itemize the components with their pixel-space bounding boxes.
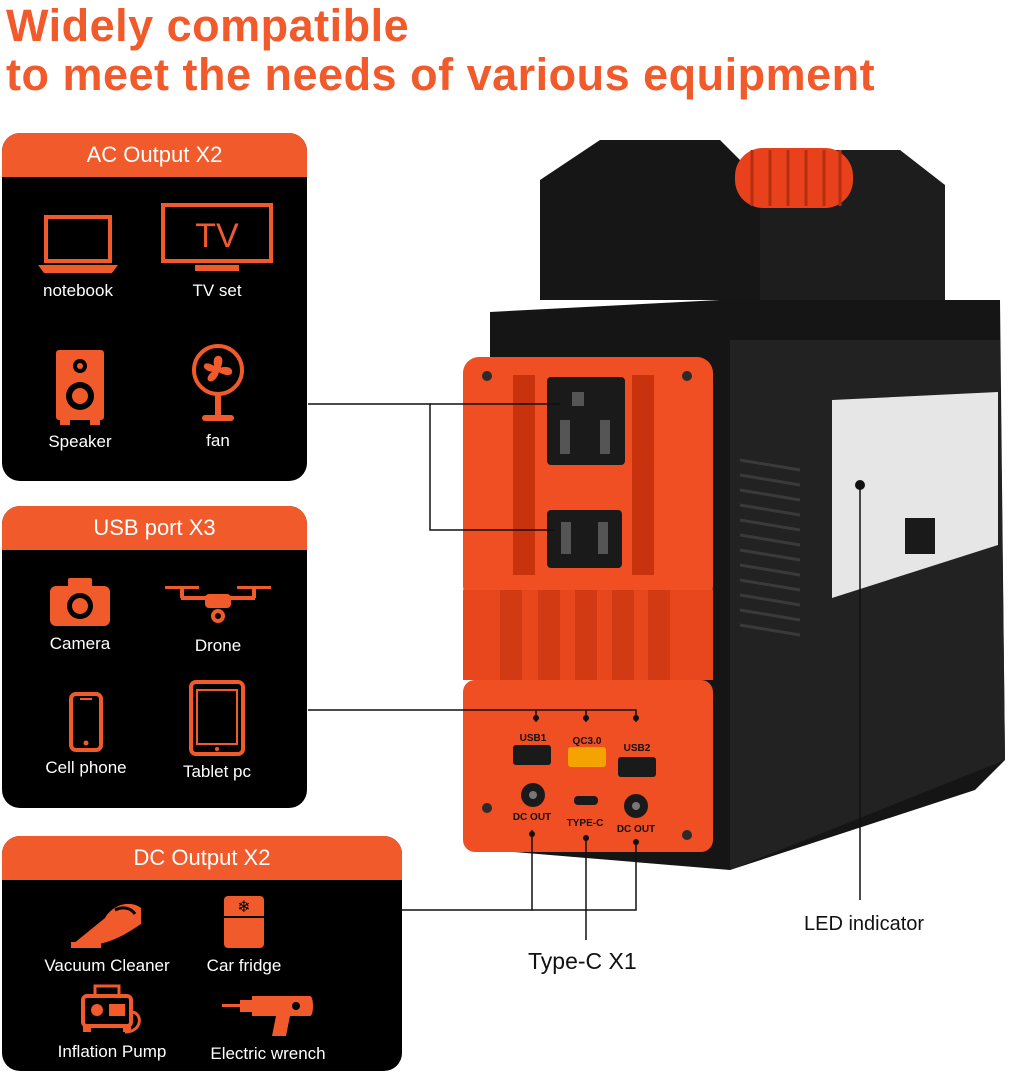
item-camera-label: Camera (49, 634, 111, 653)
type-c-port (574, 796, 598, 805)
item-vacuum-cleaner-label: Vacuum Cleaner (44, 956, 170, 975)
camera-icon (50, 578, 110, 626)
item-notebook-label: notebook (43, 281, 113, 300)
item-camera: Camera (10, 576, 150, 654)
item-tablet-pc-label: Tablet pc (182, 762, 252, 781)
ac-output-panel: AC Output X2 notebook TV TV set Speaker (2, 133, 307, 481)
tv-icon: TV (161, 203, 273, 271)
dc-out-right-label: DC OUT (617, 824, 655, 835)
speaker-icon (56, 350, 104, 425)
item-inflation-pump: Inflation Pump (42, 982, 182, 1062)
drill-icon (222, 996, 313, 1036)
fan-icon (192, 344, 244, 421)
item-car-fridge: ❄ Car fridge (174, 894, 314, 976)
item-notebook: notebook (8, 213, 148, 301)
laptop-icon (38, 215, 118, 273)
qc30-label: QC3.0 (573, 736, 602, 747)
item-vacuum-cleaner: Vacuum Cleaner (37, 894, 177, 976)
ac-output-title: AC Output X2 (2, 133, 307, 177)
item-drone: Drone (148, 582, 288, 656)
dc-out-left-label: DC OUT (513, 812, 551, 823)
drone-icon (165, 586, 271, 623)
item-tv-set: TV TV set (147, 203, 287, 301)
led-switch (905, 518, 935, 554)
item-speaker: Speaker (10, 348, 150, 452)
type-c-callout: Type-C X1 (528, 948, 637, 974)
item-drone-label: Drone (194, 636, 242, 655)
usb-port-title: USB port X3 (2, 506, 307, 550)
qc30-port (568, 747, 606, 767)
fridge-icon: ❄ (224, 896, 264, 948)
item-fan-label: fan (206, 431, 230, 450)
led-indicator-callout: LED indicator (804, 913, 925, 935)
usb-port-panel: USB port X3 Camera Drone Cell phone (2, 506, 307, 808)
phone-icon (69, 692, 103, 752)
item-fan: fan (148, 343, 288, 451)
headline-line-2: to meet the needs of various equipment (6, 49, 876, 100)
headline-line-1: Widely compatible (6, 0, 410, 51)
item-electric-wrench-label: Electric wrench (210, 1044, 326, 1063)
item-inflation-pump-label: Inflation Pump (57, 1042, 167, 1061)
tv-icon-glyph: TV (195, 217, 239, 255)
type-c-label: TYPE-C (567, 818, 604, 829)
item-cell-phone-label: Cell phone (45, 758, 127, 777)
svg-text:❄: ❄ (237, 897, 250, 916)
item-speaker-label: Speaker (48, 432, 112, 451)
item-cell-phone: Cell phone (16, 692, 156, 778)
item-car-fridge-label: Car fridge (206, 956, 282, 975)
ac-outlet-1 (547, 377, 625, 465)
item-tablet-pc: Tablet pc (147, 680, 287, 782)
dc-output-panel: DC Output X2 Vacuum Cleaner ❄ Car fridge… (2, 836, 402, 1071)
tablet-icon (189, 680, 245, 756)
usb2-label: USB2 (624, 743, 651, 754)
usb1-label: USB1 (520, 733, 547, 744)
usb2-port (618, 757, 656, 777)
led-panel (832, 392, 998, 598)
usb1-port (513, 745, 551, 765)
vacuum-icon (71, 903, 141, 948)
handle-left-block (540, 140, 760, 300)
item-electric-wrench: Electric wrench (198, 994, 338, 1064)
pump-icon (81, 984, 141, 1034)
item-tv-set-label: TV set (192, 281, 242, 300)
ac-outlet-2 (547, 510, 622, 568)
dc-output-title: DC Output X2 (2, 836, 402, 880)
led-indicator-dot (855, 480, 865, 490)
